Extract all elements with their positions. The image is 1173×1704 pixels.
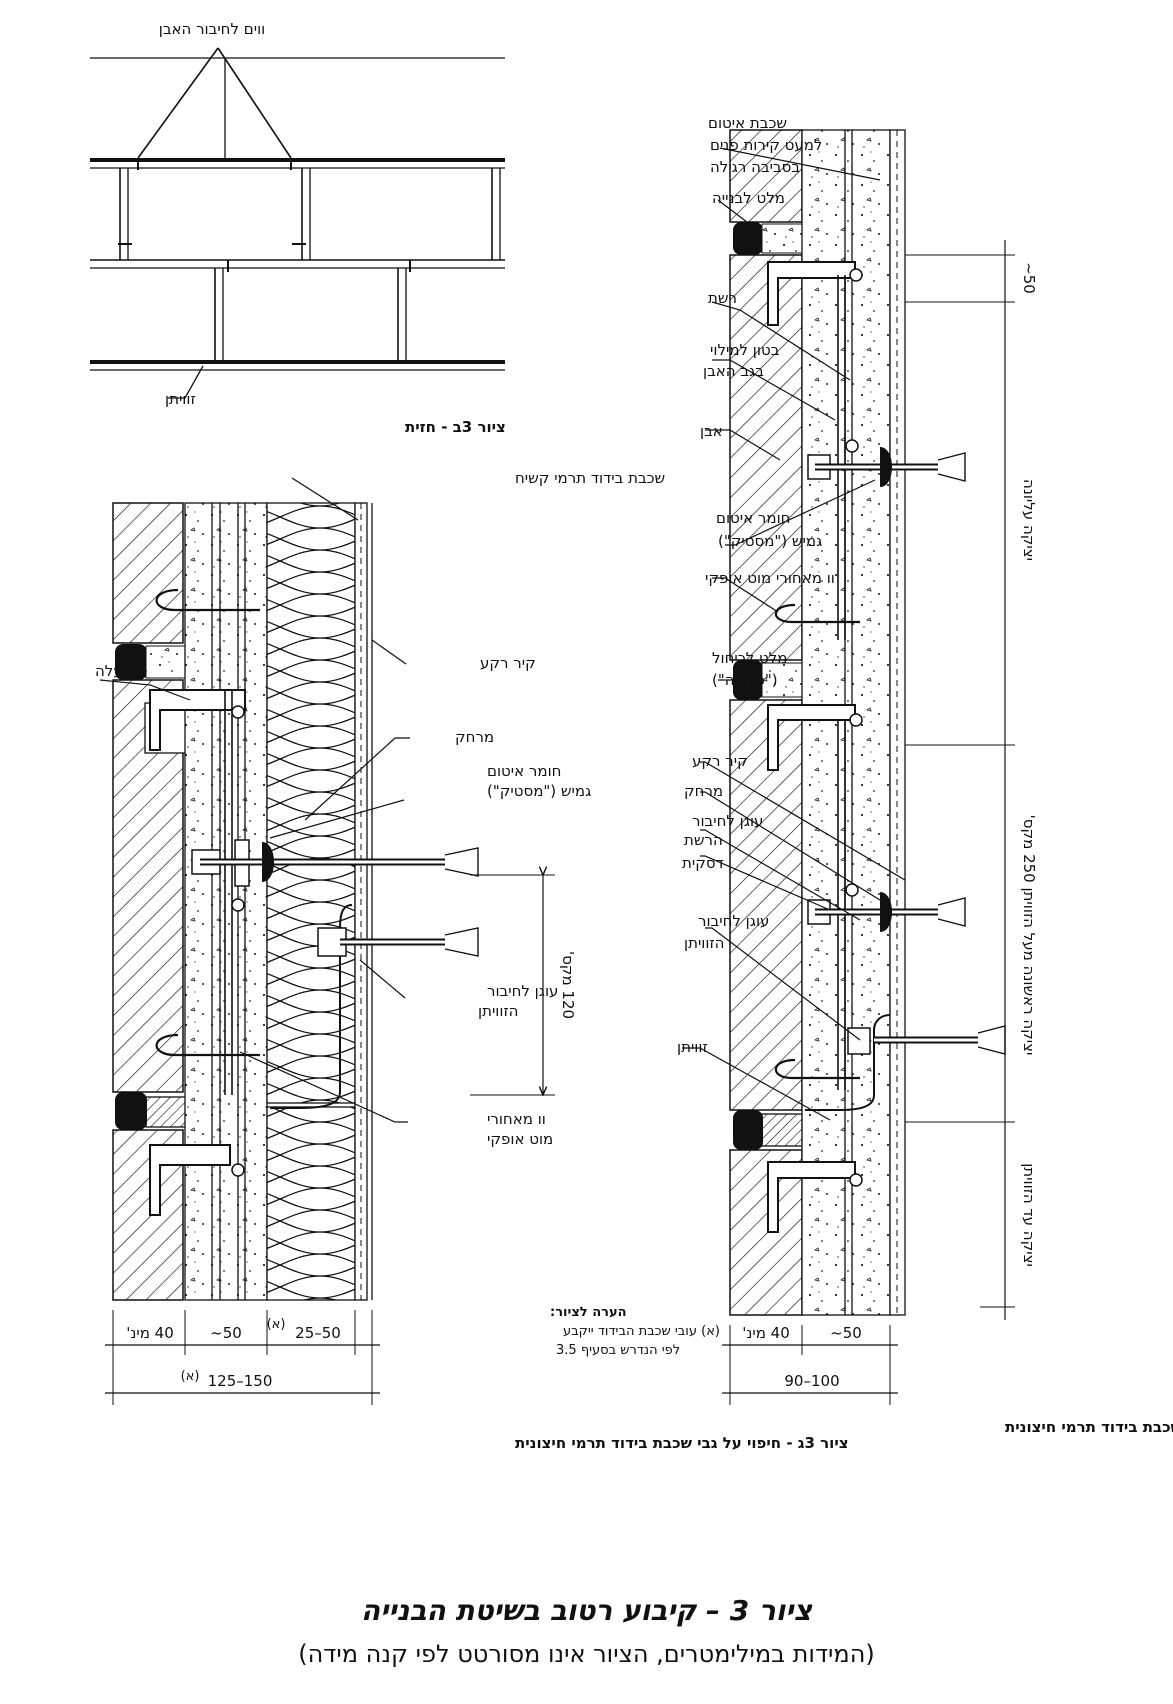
fig-3b-facade — [90, 47, 505, 399]
caption-fig-3c: ציור 3ג - חיפוי על גבי שכבת בידוד תרמי ח… — [515, 1434, 849, 1452]
label-hanger: תעלה — [95, 662, 133, 680]
label-mortar-build: מלט לבנייה — [712, 189, 785, 207]
label-pin-behind-bar: וו מאחורי מוט אופקי — [705, 569, 835, 587]
dim-a-casting-first: יציקה ראשונה מעל הזוויתן 250 מקס' — [1020, 815, 1038, 1056]
figure-main-title: ציור 3 – קיבוע רטוב בשיטת הבנייה — [361, 1594, 812, 1627]
note-line-2: לפי הנדרש בסעיף 3.5 — [556, 1343, 680, 1358]
label-sealant-a-1: חומר איטום — [716, 509, 790, 527]
label-wall-a: קיר רקע — [692, 752, 748, 770]
note-line-1: (א) עובי שכבת הבידוד ייקבע — [563, 1324, 720, 1339]
label-anchor-mesh-1: עוגן לחיבור — [692, 812, 763, 830]
label-fill-concrete-2: בגב האבן — [703, 362, 764, 380]
dim-c-25-50: 25–50 — [295, 1324, 341, 1342]
dim-a-40: 40 מינ' — [742, 1324, 790, 1342]
caption-fig-3b: ציור 3ב - חזית — [405, 418, 506, 436]
label-seal-layer-1: שכבת איטום — [708, 114, 787, 132]
label-pin-behind-c-1: וו מאחורי — [487, 1110, 546, 1128]
label-mortar-joint-1: מלט לכיחול — [712, 649, 787, 667]
dim-c-note-mark-1: (א) — [267, 1317, 286, 1332]
fig-3c-section — [99, 477, 555, 1405]
label-angle-a: זוויתן — [677, 1038, 708, 1056]
label-sealant-a-2: גמיש ("מסטיק") — [718, 532, 822, 550]
label-anchor-angle-c-1: עוגן לחיבור — [487, 982, 558, 1000]
dim-a-casting-to-angle: יציקה עד הזוויתן — [1020, 1163, 1038, 1267]
label-spacer-a: מרחק — [684, 782, 723, 800]
dim-a-casting-upper: יציקה עליונה — [1020, 479, 1038, 561]
dim-a-50h: ~50 — [830, 1324, 862, 1342]
dim-c-max120: 120 מקס' — [559, 951, 577, 1019]
note-title: הערה לציור: — [550, 1305, 627, 1320]
label-anchor-angle-a-2: הזוויתן — [684, 934, 724, 952]
label-pin-behind-c-2: מוט אופקי — [487, 1130, 553, 1148]
fig-3a-section — [682, 129, 1015, 1405]
label-stone: אבן — [700, 422, 723, 440]
label-angle-b: זוויתן — [165, 390, 196, 408]
label-seal-layer-2: למעט קירות פנים — [710, 136, 822, 154]
label-washer: דסקית — [682, 854, 724, 872]
label-anchor-angle-a-1: עוגן לחיבור — [698, 912, 769, 930]
caption-fig-3a: ציור 3א - חיפוי ללא שכבת בידוד תרמי חיצו… — [1005, 1418, 1173, 1436]
label-mortar-joint-2: ("כוחלה") — [712, 671, 778, 689]
figure-subtitle: (המידות במילימטרים, הציור אינו מסורטט לפ… — [298, 1640, 875, 1668]
dim-a-total: 90–100 — [784, 1372, 839, 1390]
label-sealant-c-2: גמיש ("מסטיק") — [487, 782, 591, 800]
dim-c-note-mark-2: (א) — [181, 1369, 200, 1384]
dim-a-50: ~50 — [1020, 262, 1038, 294]
dim-c-total: 125–150 — [208, 1372, 273, 1390]
label-seal-layer-3: בסביבה רגילה — [710, 158, 800, 176]
label-wall-c: קיר רקע — [480, 654, 536, 672]
label-anchor-angle-c-2: הזוויתן — [478, 1002, 518, 1020]
dim-c-50: ~50 — [210, 1324, 242, 1342]
label-anchor-mesh-2: הרשת — [684, 831, 723, 849]
dim-c-40: 40 מינ' — [126, 1324, 174, 1342]
label-mesh: רשת — [708, 289, 737, 307]
label-insulation: שכבת בידוד תרמי קשיח — [515, 469, 665, 487]
label-sealant-c-1: חומר איטום — [487, 762, 561, 780]
label-spacer-c: מרחק — [455, 728, 494, 746]
label-fill-concrete-1: בטון למילוי — [710, 341, 780, 359]
label-pins: ווים לחיבור האבן — [159, 20, 266, 38]
